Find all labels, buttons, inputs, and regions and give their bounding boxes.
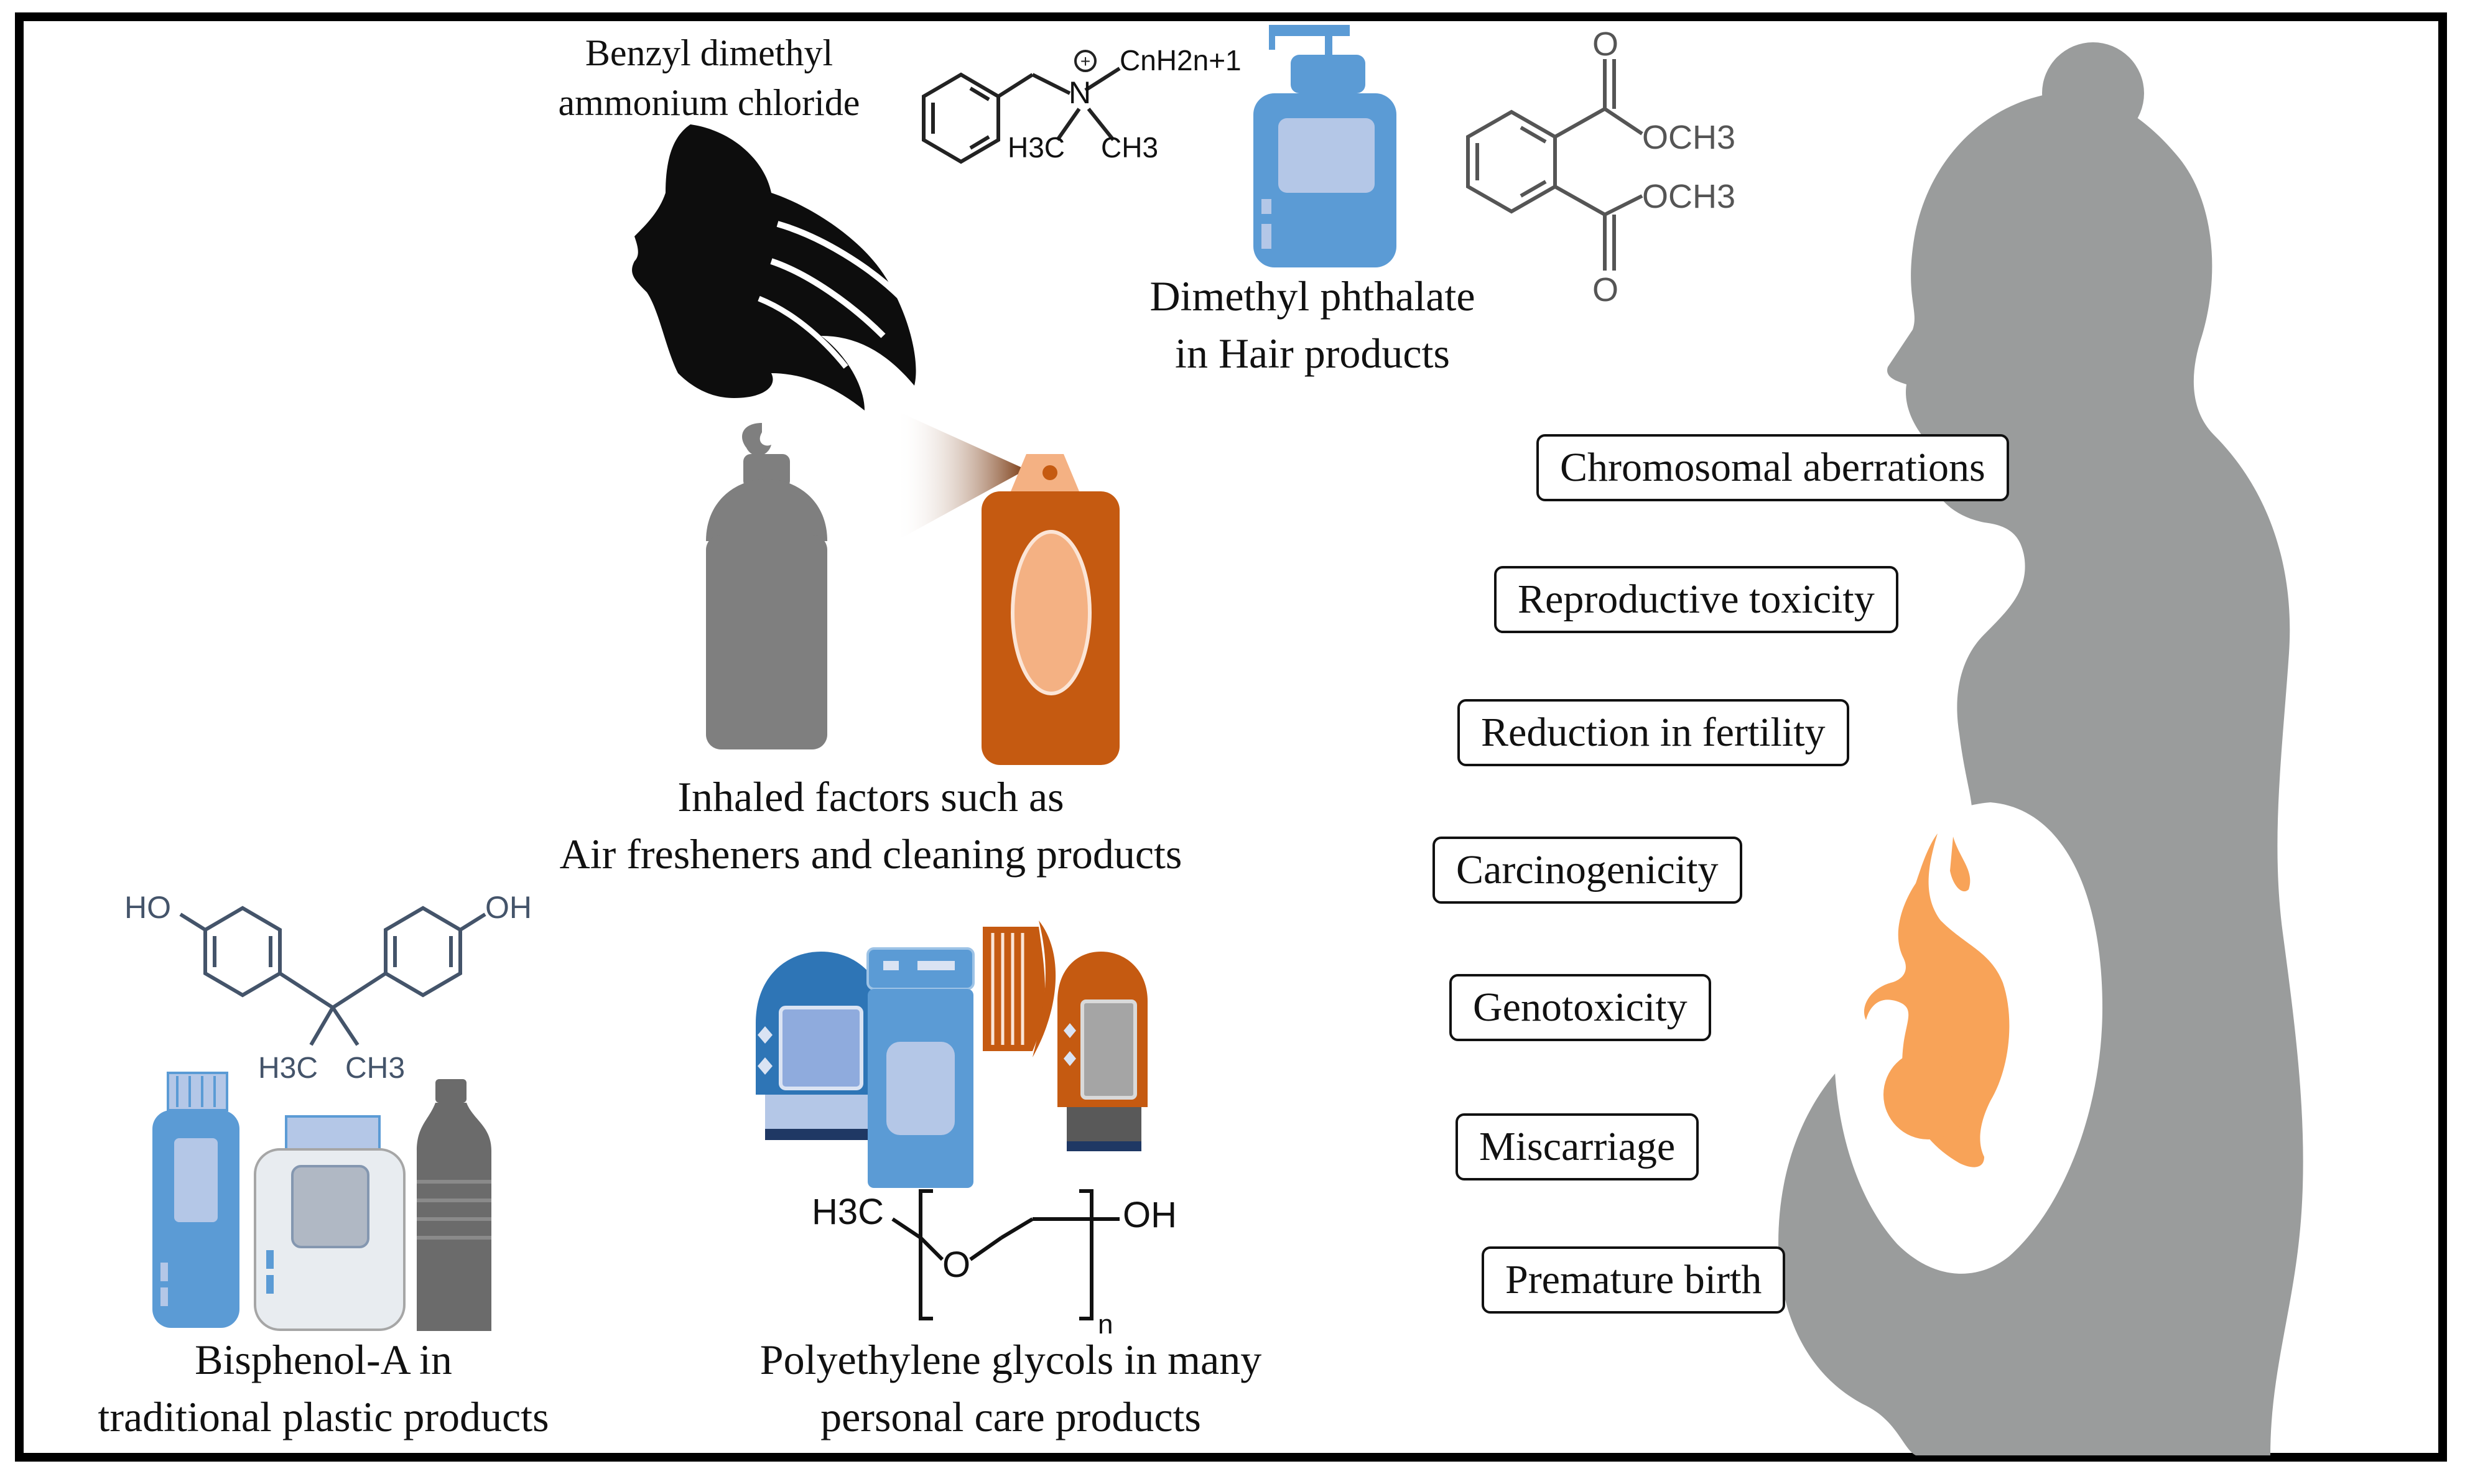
fetus-icon <box>1864 833 2010 1167</box>
chem-n-atom: N <box>1069 75 1092 110</box>
peg-label-line2: personal care products <box>820 1393 1201 1440</box>
inhaled-factors-label-line1: Inhaled factors such as <box>677 773 1064 820</box>
benzalkonium-label-line2: ammonium chloride <box>558 82 860 123</box>
peg-label-line1: Polyethylene glycols in many <box>759 1336 1262 1383</box>
peg-structure <box>891 1189 1120 1320</box>
woman-hair-icon <box>632 124 916 410</box>
bisphenol-a-label-line1: Bisphenol-A in <box>195 1336 452 1383</box>
dimethyl-phthalate-structure <box>1466 59 1643 271</box>
bisphenol-a-label-line2: traditional plastic products <box>98 1393 549 1440</box>
bpa-hydroxyl-left: HO <box>124 890 171 925</box>
effect-premature-birth: Premature birth <box>1482 1246 1786 1314</box>
hair-products-label-line1: Dimethyl phthalate <box>1149 272 1475 320</box>
peg-label: Polyethylene glycols in many personal ca… <box>684 1331 1337 1445</box>
peg-oxygen: O <box>942 1245 971 1285</box>
effect-chromosomal-aberrations: Chromosomal aberrations <box>1536 434 2009 501</box>
bisphenol-a-structure <box>179 906 486 1046</box>
effect-carcinogenicity: Carcinogenicity <box>1432 837 1742 904</box>
pregnant-woman-silhouette <box>1778 42 2303 1455</box>
bpa-methyl-left: H3C <box>258 1052 318 1085</box>
inhaled-factors-label-line2: Air fresheners and cleaning products <box>559 830 1182 878</box>
phthalate-group-bottom: OCH3 <box>1642 178 1736 215</box>
benzalkonium-structure <box>922 67 1121 164</box>
plastic-jar-icon <box>254 1115 406 1331</box>
phthalate-group-top: OCH3 <box>1642 119 1736 156</box>
hairbrush-icon <box>983 921 1056 1057</box>
benzalkonium-label-line1: Benzyl dimethyl <box>585 32 833 73</box>
bisphenol-a-label: Bisphenol-A in traditional plastic produ… <box>12 1331 634 1445</box>
phthalate-oxygen-bottom: O <box>1592 271 1619 308</box>
svg-text:+: + <box>1080 52 1090 71</box>
chem-methyl-right: CH3 <box>1101 131 1159 164</box>
bpa-methyl-right: CH3 <box>345 1052 406 1085</box>
benzalkonium-label: Benzyl dimethyl ammonium chloride <box>522 28 896 128</box>
personal-care-bottle-tall-icon <box>866 947 975 1188</box>
effect-genotoxicity: Genotoxicity <box>1449 974 1711 1041</box>
water-bottle-icon <box>417 1079 491 1331</box>
hair-products-label-line2: in Hair products <box>1175 330 1450 377</box>
spray-bottle-icon <box>896 410 1120 765</box>
bpa-hydroxyl-right: OH <box>485 890 532 925</box>
inhaled-factors-label: Inhaled factors such as Air fresheners a… <box>485 768 1256 883</box>
phthalate-oxygen-top: O <box>1592 26 1619 63</box>
personal-care-bottle-orange-icon <box>1057 952 1148 1151</box>
effect-reduction-in-fertility: Reduction in fertility <box>1457 699 1849 766</box>
effect-miscarriage: Miscarriage <box>1456 1113 1699 1180</box>
aerosol-can-icon <box>706 423 827 749</box>
peg-hydroxyl: OH <box>1123 1195 1177 1235</box>
chem-methyl-left: H3C <box>1008 131 1066 164</box>
diagram-frame <box>15 12 2447 1462</box>
effect-reproductive-toxicity: Reproductive toxicity <box>1494 566 1898 633</box>
personal-care-bottle-blue-icon <box>756 952 886 1140</box>
plastic-bottle-tall-icon <box>152 1072 239 1328</box>
peg-repeat-n: n <box>1098 1309 1113 1340</box>
positive-charge-icon <box>1074 50 1097 72</box>
chem-alkyl-chain: CnH2n+1 <box>1120 44 1242 77</box>
pump-bottle-icon <box>1253 25 1396 267</box>
peg-methyl: H3C <box>812 1192 884 1232</box>
hair-products-label: Dimethyl phthalate in Hair products <box>1095 267 1530 382</box>
